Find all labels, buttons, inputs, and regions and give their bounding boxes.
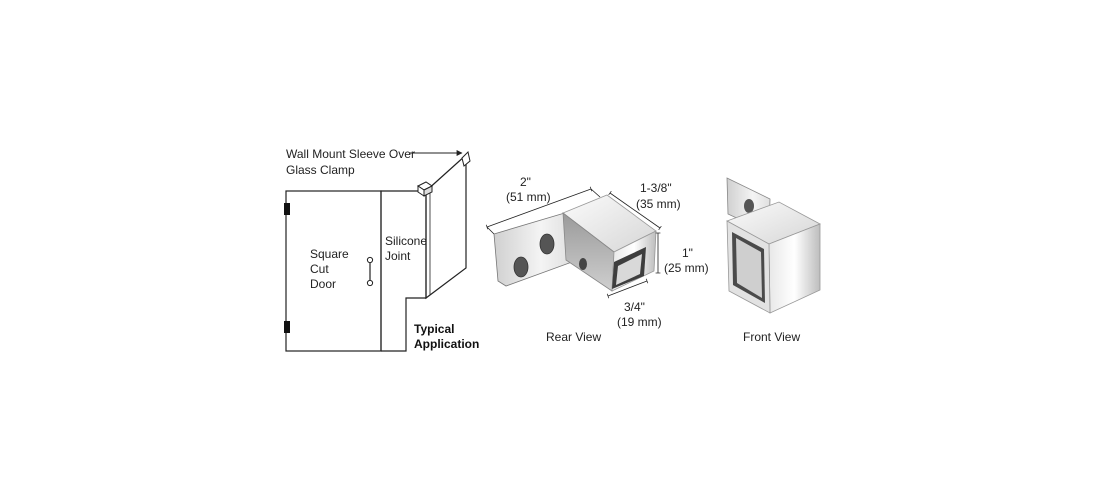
front-view-caption: Front View — [743, 330, 800, 344]
dim-height-mm-label: (25 mm) — [664, 261, 709, 275]
door-hinge-bottom — [284, 321, 290, 333]
callout-label-line1: Wall Mount Sleeve Over — [286, 147, 415, 161]
dim-length-mm-label: (51 mm) — [506, 190, 551, 204]
mount-hole-icon-2 — [539, 233, 555, 255]
door-label-line2: Cut — [310, 262, 329, 276]
dim-opening-mm-label: (19 mm) — [617, 315, 662, 329]
front-mount-hole-icon — [744, 199, 754, 213]
dim-length-label: 2" — [520, 175, 531, 189]
dim-line-length — [485, 186, 593, 230]
mounting-plate — [493, 211, 573, 287]
callout-label-line2: Glass Clamp — [286, 163, 355, 177]
dim-depth-label: 1-3/8" — [640, 181, 672, 195]
dim-height-label: 1" — [682, 246, 693, 260]
clamp-icon-upper — [461, 151, 471, 167]
rear-view-caption: Rear View — [546, 330, 601, 344]
set-screw-icon — [579, 258, 587, 270]
joint-label-line1: Silicone — [385, 234, 427, 248]
dim-line-depth — [608, 190, 662, 231]
joint-label-line2: Joint — [385, 249, 411, 263]
door-hinge-top — [284, 203, 290, 215]
door-handle-icon — [366, 256, 374, 287]
application-caption-line1: Typical — [414, 322, 454, 336]
return-glass-panel — [425, 153, 467, 300]
front-view-drawing: Front View — [726, 177, 821, 344]
rear-view-drawing: 2" (51 mm) 1-3/8" (35 mm) 1" (25 mm) 3/4… — [485, 175, 709, 344]
dim-opening-label: 3/4" — [624, 300, 645, 314]
door-panel — [285, 190, 382, 352]
clamp-icon — [417, 181, 433, 197]
application-caption-line2: Application — [414, 337, 479, 351]
mount-hole-icon — [513, 256, 529, 278]
door-label-line1: Square — [310, 247, 349, 261]
door-label-line3: Door — [310, 277, 336, 291]
dim-line-opening — [606, 278, 649, 299]
dim-depth-mm-label: (35 mm) — [636, 197, 681, 211]
typical-application-drawing: Wall Mount Sleeve Over Glass Clamp Squar… — [284, 147, 479, 352]
